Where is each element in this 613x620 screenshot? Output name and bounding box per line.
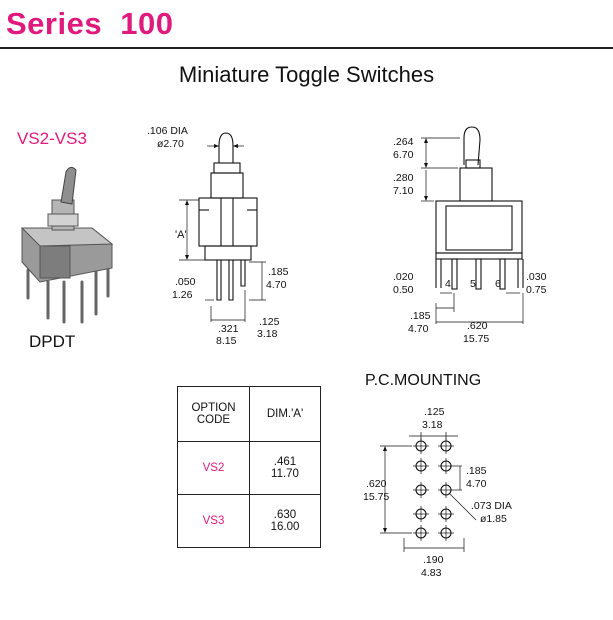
lever-height-mm: 6.70 (393, 149, 414, 161)
pin-pitch-in: .125 (259, 316, 280, 328)
option-code: VS2 (177, 441, 250, 495)
body-width-mm: 15.75 (463, 333, 490, 345)
title-rule (0, 47, 613, 49)
pattern-height-in: .620 (366, 478, 387, 490)
photo-pins (26, 260, 110, 324)
front-view-drawing (421, 126, 524, 324)
width-mm: 8.15 (216, 335, 237, 347)
mounting-holes (413, 438, 454, 541)
header-option-code: OPTION CODE (177, 386, 250, 442)
pin-thickness-in: .020 (393, 271, 414, 283)
dim-a-mm: 16.00 (270, 521, 300, 533)
model-label: VS2-VS3 (17, 129, 87, 148)
hole-pitch-in: .125 (424, 406, 445, 418)
pin-length-in: .185 (268, 266, 289, 278)
dim-a-in: .630 (273, 509, 297, 521)
header-option: OPTION (191, 402, 236, 414)
table-row: VS2 .461 11.70 (177, 441, 321, 495)
configuration-label: DPDT (29, 332, 76, 351)
pin-width-mm: 1.26 (172, 289, 193, 301)
side-view-drawing (179, 132, 266, 322)
pattern-height-mm: 15.75 (363, 491, 390, 503)
dim-a-value: .630 16.00 (249, 494, 321, 548)
hole-dia-mm: ø1.85 (480, 513, 507, 525)
bushing-height-mm: 7.10 (393, 185, 414, 197)
pin-spacing-mm: 4.70 (408, 323, 429, 335)
header-dim: DIM.'A' (249, 386, 321, 442)
dim-a-in: .461 (273, 456, 297, 468)
pin-thickness-mm: 0.50 (393, 284, 414, 296)
page-title: Miniature Toggle Switches (178, 62, 435, 87)
table-row: VS3 .630 16.00 (177, 494, 321, 548)
pin-number-5: 5 (470, 278, 476, 290)
product-photo (20, 166, 114, 324)
row-spacing-mm: 4.70 (466, 478, 487, 490)
pin-thickness2-mm: 0.75 (526, 284, 547, 296)
pin-spacing-in: .185 (410, 310, 431, 322)
pin-number-6: 6 (495, 278, 501, 290)
dim-a-label: 'A' (175, 229, 187, 241)
hole-pitch-mm: 3.18 (422, 419, 443, 431)
body-width-in: .620 (467, 320, 488, 332)
width-in: .321 (218, 323, 239, 335)
bottom-spacing-in: .190 (423, 554, 444, 566)
photo-frame-face (39, 245, 71, 279)
lever-height-in: .264 (393, 136, 414, 148)
dim-a-value: .461 11.70 (249, 441, 321, 495)
photo-nut (47, 213, 79, 227)
pin-thickness2-in: .030 (526, 271, 547, 283)
bushing-height-in: .280 (393, 172, 414, 184)
header-code: CODE (196, 414, 231, 426)
series-title: Series 100 (6, 6, 174, 41)
pc-mounting-title: P.C.MOUNTING (365, 372, 482, 389)
table-header-row: OPTION CODE DIM.'A' (177, 386, 321, 442)
row-spacing-in: .185 (466, 465, 487, 477)
pin-length-mm: 4.70 (266, 279, 287, 291)
option-code: VS3 (177, 494, 250, 548)
lever-dia-in: .106 DIA (147, 125, 188, 137)
pin-width-in: .050 (175, 276, 196, 288)
pc-mounting-drawing (380, 432, 477, 552)
photo-lever (60, 166, 77, 205)
bottom-spacing-mm: 4.83 (421, 567, 442, 579)
pin-number-4: 4 (445, 278, 451, 290)
option-table: OPTION CODE DIM.'A' VS2 .461 11.70 VS3 .… (177, 386, 321, 548)
hole-dia-in: .073 DIA (471, 500, 512, 512)
dim-a-mm: 11.70 (271, 468, 299, 480)
lever-dia-mm: ø2.70 (157, 138, 184, 150)
pin-pitch-mm: 3.18 (257, 328, 278, 340)
